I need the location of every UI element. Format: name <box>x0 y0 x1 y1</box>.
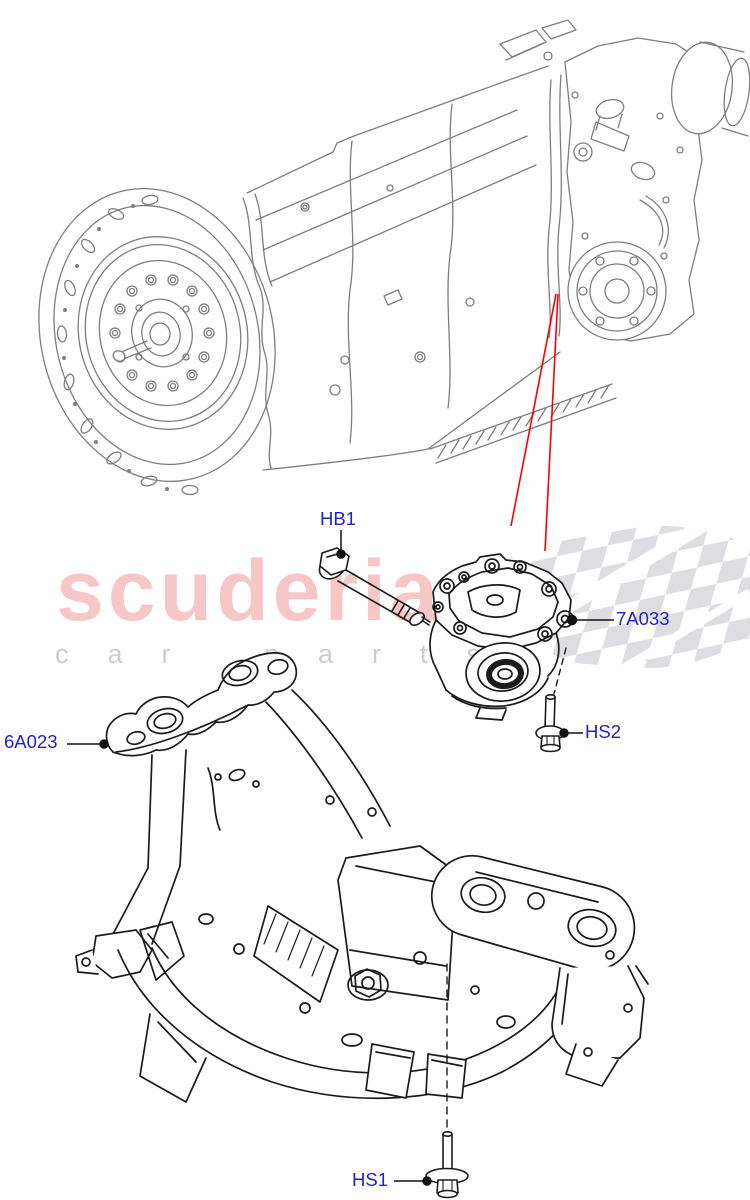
callout-leaders <box>67 530 614 1186</box>
transmission-mount-drawing <box>429 553 574 721</box>
red-callout-lines <box>510 293 559 552</box>
part-label-6a023[interactable]: 6A023 <box>4 731 58 752</box>
transmission-assembly-drawing <box>38 19 750 496</box>
subframe-drawing <box>75 652 649 1103</box>
part-label-7a033[interactable]: 7A033 <box>616 608 670 629</box>
part-label-hs2[interactable]: HS2 <box>585 721 621 742</box>
bolt-hb1-drawing <box>318 547 431 626</box>
bolt-hs1-drawing <box>425 963 469 1199</box>
watermark-brand: scuderia <box>56 543 442 639</box>
part-label-hs1[interactable]: HS1 <box>352 1169 388 1190</box>
part-label-hb1[interactable]: HB1 <box>320 508 356 529</box>
